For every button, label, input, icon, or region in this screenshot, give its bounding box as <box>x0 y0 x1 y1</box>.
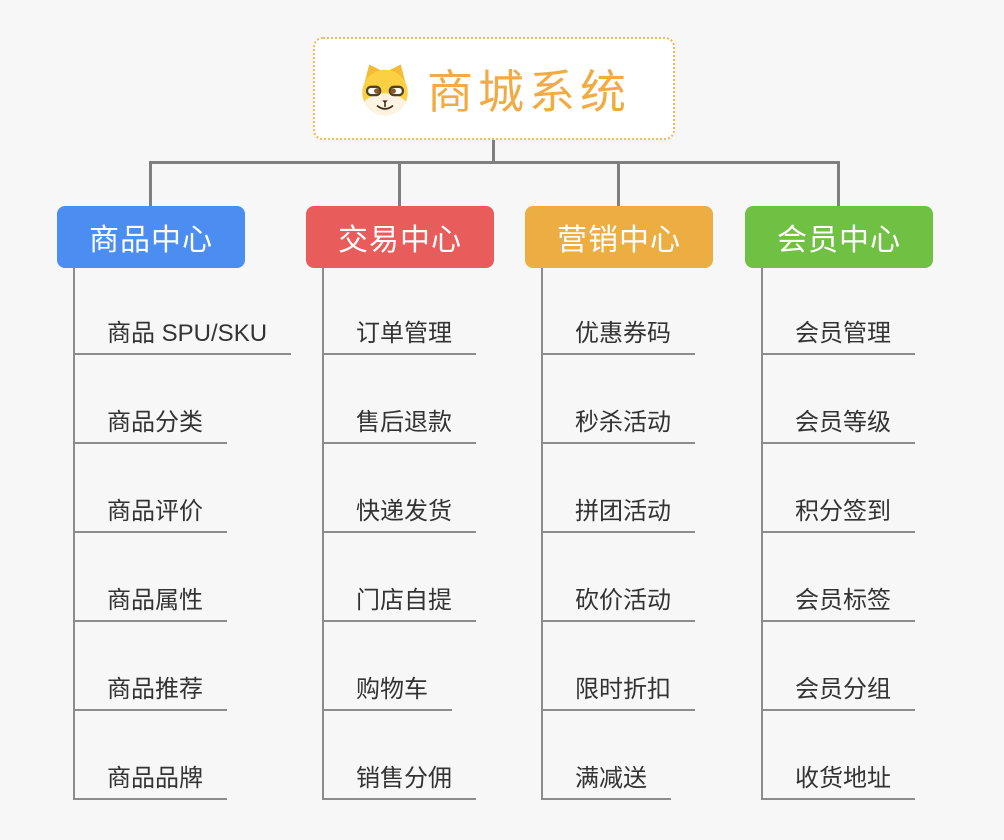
root-title: 商城系统 <box>427 65 631 118</box>
doge-icon <box>362 64 408 115</box>
branch-item[interactable]: 商品推荐 <box>75 622 227 711</box>
connector-drop-marketing <box>617 161 620 206</box>
branch-item[interactable]: 拼团活动 <box>543 444 695 533</box>
branch-item[interactable]: 门店自提 <box>324 533 476 622</box>
branch-item[interactable]: 会员管理 <box>763 268 915 355</box>
branch-item[interactable]: 积分签到 <box>763 444 915 533</box>
branch-item[interactable]: 限时折扣 <box>543 622 695 711</box>
branch-item[interactable]: 商品分类 <box>75 355 227 444</box>
branch-item[interactable]: 商品品牌 <box>75 711 227 800</box>
branch-item[interactable]: 快递发货 <box>324 444 476 533</box>
branch-item[interactable]: 商品 SPU/SKU <box>75 268 292 355</box>
branch-item[interactable]: 售后退款 <box>324 355 476 444</box>
branch-node-members[interactable]: 会员中心 <box>745 206 933 268</box>
branch-item[interactable]: 砍价活动 <box>543 533 695 622</box>
branch-item[interactable]: 会员标签 <box>763 533 915 622</box>
branch-item[interactable]: 收货地址 <box>763 711 915 800</box>
connector-root-stem <box>492 140 495 164</box>
branch-item[interactable]: 商品评价 <box>75 444 227 533</box>
branch-item[interactable]: 优惠券码 <box>543 268 695 355</box>
root-node[interactable]: 商城系统 <box>313 37 675 140</box>
connector-drop-products <box>149 161 152 206</box>
branch-item[interactable]: 商品属性 <box>75 533 227 622</box>
connector-bus <box>149 161 840 164</box>
branch-item[interactable]: 购物车 <box>324 622 452 711</box>
branch-item[interactable]: 订单管理 <box>324 268 476 355</box>
branch-items-marketing: 优惠券码秒杀活动拼团活动砍价活动限时折扣满减送 <box>541 268 823 800</box>
branch-node-products[interactable]: 商品中心 <box>57 206 245 268</box>
branch-node-marketing[interactable]: 营销中心 <box>525 206 713 268</box>
branch-items-orders: 订单管理售后退款快递发货门店自提购物车销售分佣 <box>322 268 604 800</box>
branch-node-orders[interactable]: 交易中心 <box>306 206 494 268</box>
connector-drop-orders <box>398 161 401 206</box>
branch-items-members: 会员管理会员等级积分签到会员标签会员分组收货地址 <box>761 268 1004 800</box>
branch-item[interactable]: 秒杀活动 <box>543 355 695 444</box>
connector-drop-members <box>837 161 840 206</box>
branch-item[interactable]: 销售分佣 <box>324 711 476 800</box>
branch-item[interactable]: 满减送 <box>543 711 671 800</box>
branch-item[interactable]: 会员分组 <box>763 622 915 711</box>
branch-item[interactable]: 会员等级 <box>763 355 915 444</box>
